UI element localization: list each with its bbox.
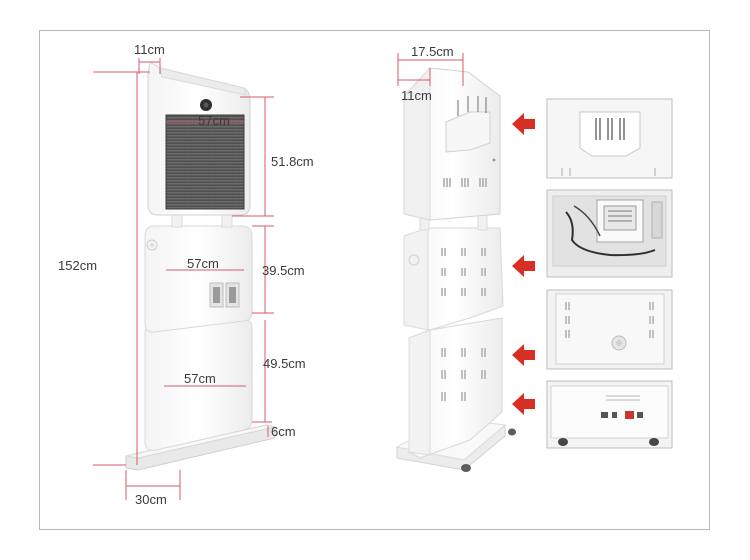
bottom-height-label: 49.5cm [263,356,306,371]
base-ports-detail [546,380,673,449]
wheel-icon [558,438,568,446]
arrow-left-icon [512,393,535,415]
speaker-grille-icon [408,254,420,266]
callout-arrows [512,113,535,415]
front-dimension-lines [93,58,274,500]
bottom-width-label: 57cm [184,371,216,386]
side-bottom-module [408,317,503,459]
base-height-label: 6cm [271,424,296,439]
screen-width-label: 57cm [198,113,230,128]
side-booth [395,66,516,472]
image-frame [39,30,710,530]
speaker-grille-icon [146,239,158,251]
base-depth-label: 30cm [135,492,167,507]
vent-slots [457,96,487,116]
port-icon [612,412,617,418]
arrow-left-icon [512,344,535,366]
side-top-depth-label: 17.5cm [411,44,454,59]
top-height-label: 51.8cm [271,154,314,169]
arrow-left-icon [512,113,535,135]
side-dimension-lines [397,53,464,86]
port-icon [601,412,608,418]
total-height-label: 152cm [58,258,97,273]
internal-printer-detail [546,189,673,278]
camera-icon [200,99,212,111]
ventilation-grille-detail [546,98,673,179]
wheel-icon [508,428,516,436]
touch-screen [165,114,245,210]
front-bottom-module [144,319,253,451]
front-top-depth-label: 11cm [134,42,165,57]
power-switch-icon [625,411,634,419]
middle-height-label: 39.5cm [262,263,305,278]
middle-width-label: 57cm [187,256,219,271]
ticket-slot-icon [209,282,240,308]
front-booth [125,61,276,471]
port-icon [637,412,643,418]
rear-panel-speaker-detail [546,289,673,370]
side-louvers [441,178,487,401]
front-base [125,424,276,471]
front-middle-module [144,225,253,333]
arrow-left-icon [512,255,535,277]
side-depth-label: 11cm [401,88,432,103]
wheel-icon [649,438,659,446]
wheel-icon [461,464,471,472]
